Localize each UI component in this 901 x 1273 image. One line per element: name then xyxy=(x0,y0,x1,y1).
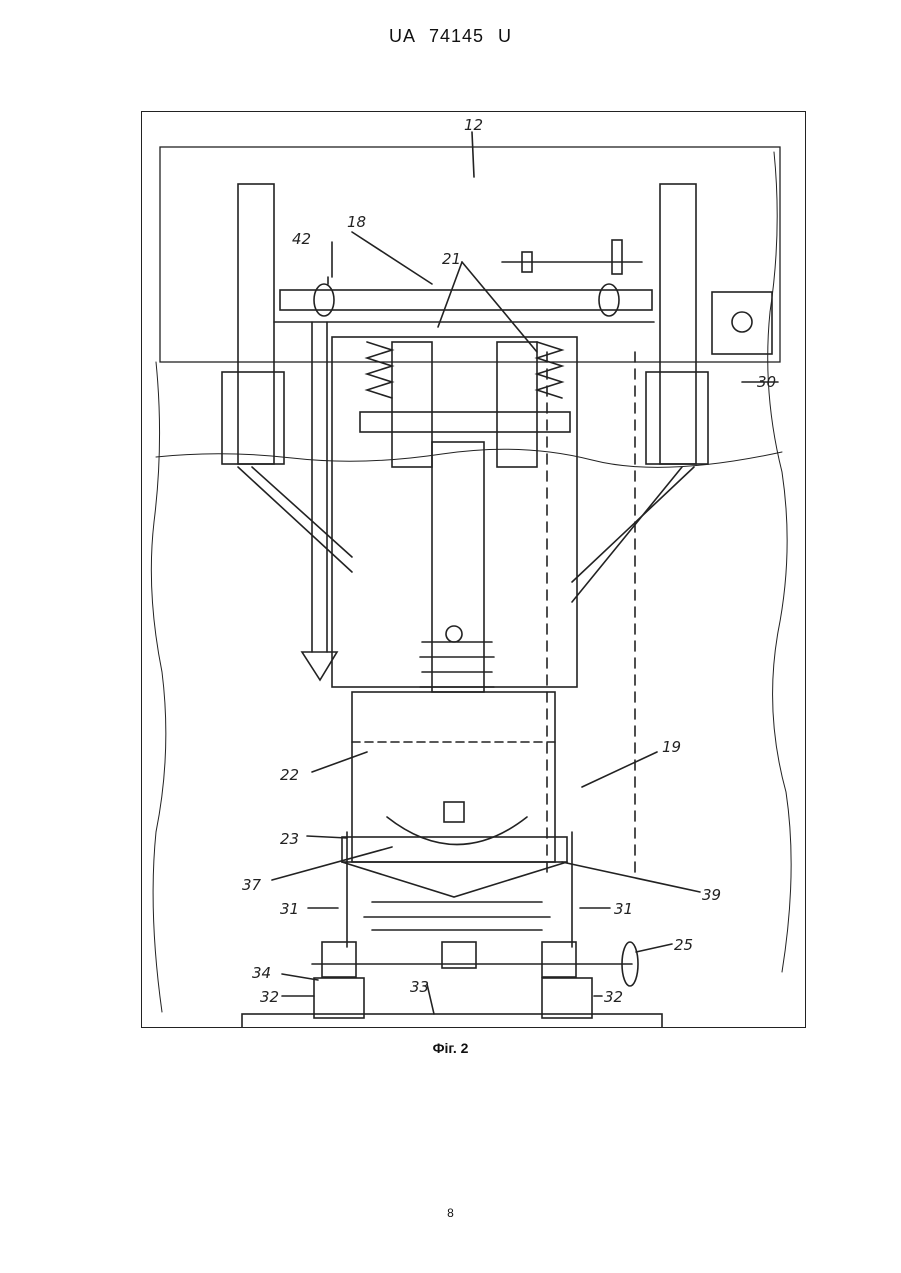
valve-42 xyxy=(314,284,334,316)
label-30: 30 xyxy=(757,373,776,391)
figure-caption: Фіг. 2 xyxy=(0,1040,901,1056)
lower-spring xyxy=(420,642,494,687)
patent-number-header: UA 74145 U xyxy=(0,26,901,47)
left-wall-boundary xyxy=(151,362,166,1012)
wall-plate xyxy=(712,292,772,354)
label-19: 19 xyxy=(662,738,681,756)
label-12: 12 xyxy=(464,116,483,134)
label-23: 23 xyxy=(280,830,299,848)
label-34: 34 xyxy=(252,964,271,982)
bowl xyxy=(387,817,527,845)
label-25: 25 xyxy=(674,936,693,954)
left-post xyxy=(238,184,274,464)
upper-frame xyxy=(160,147,780,362)
page-number: 8 xyxy=(0,1206,901,1220)
label-18: 18 xyxy=(347,213,366,231)
technical-drawing: 12 18 42 21 30 22 19 23 37 39 31 31 25 3… xyxy=(142,112,806,1028)
label-42: 42 xyxy=(292,230,311,248)
label-32-left: 32 xyxy=(260,988,279,1006)
right-post-box xyxy=(646,372,708,464)
upper-spring-left xyxy=(367,342,392,398)
top-beam xyxy=(280,290,652,310)
label-31-left: 31 xyxy=(280,900,299,918)
label-32-right: 32 xyxy=(604,988,623,1006)
base-frame xyxy=(342,837,567,862)
ground-slab xyxy=(242,1014,662,1028)
technical-drawing-frame: 12 18 42 21 30 22 19 23 37 39 31 31 25 3… xyxy=(141,111,806,1028)
label-21: 21 xyxy=(442,250,461,268)
label-31-right: 31 xyxy=(614,900,633,918)
label-22: 22 xyxy=(280,766,299,784)
label-39: 39 xyxy=(702,886,721,904)
label-37: 37 xyxy=(242,876,262,894)
label-33: 33 xyxy=(410,978,429,996)
right-post xyxy=(660,184,696,464)
support-left xyxy=(322,942,356,977)
